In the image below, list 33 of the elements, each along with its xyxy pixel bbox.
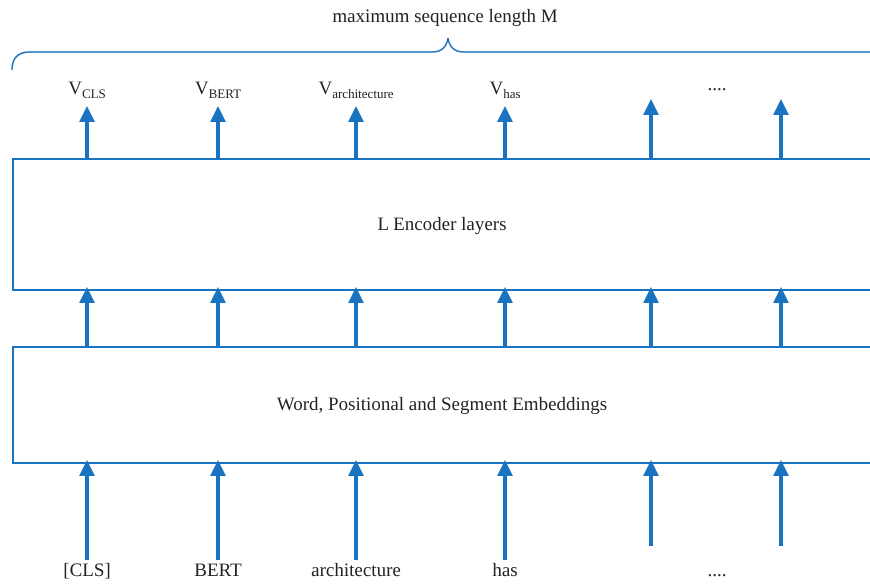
arrow (773, 287, 789, 346)
arrow (643, 460, 659, 546)
layer-label: Word, Positional and Segment Embeddings (276, 394, 608, 416)
output-vector-label: V$_{has}$ (489, 78, 521, 100)
embeddings-box (12, 346, 870, 464)
output-vector-label: V$_{CLS}$ (68, 78, 106, 100)
arrow (348, 106, 364, 158)
arrow (497, 460, 513, 560)
input-token-label: architecture (311, 560, 401, 582)
arrow (643, 99, 659, 158)
arrow (643, 287, 659, 346)
dimension-label: maximum sequence length M (332, 6, 558, 28)
output-vector-label: V$_{architecture}$ (318, 78, 394, 100)
arrow (348, 460, 364, 560)
ellipsis: .... (708, 74, 726, 96)
input-token-label: BERT (194, 560, 242, 582)
arrow (79, 106, 95, 158)
arrow (79, 287, 95, 346)
arrow (348, 287, 364, 346)
encoder-layers-box (12, 158, 870, 291)
layer-label: L Encoder layers (377, 214, 507, 236)
arrow (210, 287, 226, 346)
arrow (79, 460, 95, 560)
input-token-label: has (492, 560, 518, 582)
arrow (210, 460, 226, 560)
arrow (773, 460, 789, 546)
ellipsis: .... (708, 560, 726, 582)
arrow (497, 106, 513, 158)
output-vector-label: V$_{BERT}$ (194, 78, 242, 100)
arrow (773, 99, 789, 158)
input-token-label: [CLS] (63, 560, 111, 582)
arrow (497, 287, 513, 346)
arrow (210, 106, 226, 158)
